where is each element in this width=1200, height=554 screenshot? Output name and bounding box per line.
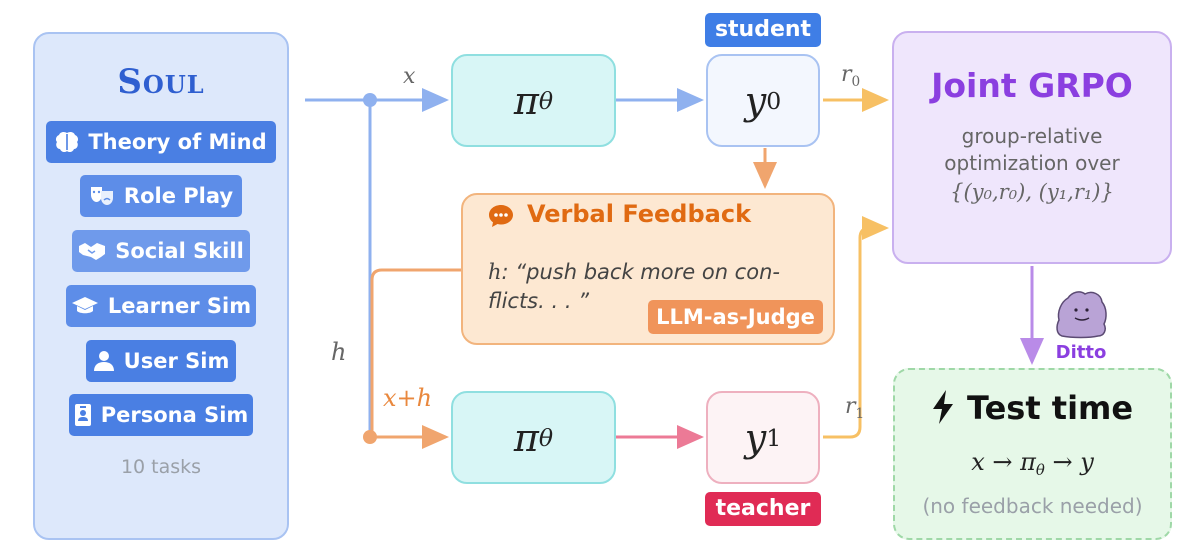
tasks-count: 10 tasks — [120, 456, 202, 478]
graduation-cap-icon — [71, 297, 98, 314]
task-label: Theory of Mind — [88, 130, 267, 154]
task-label: Persona Sim — [100, 403, 249, 427]
joint-grpo-box — [892, 31, 1172, 264]
task-user-sim: User Sim — [86, 340, 236, 382]
h-label: h — [331, 338, 347, 366]
grpo-desc-line2: optimization over — [944, 151, 1120, 175]
id-badge-icon — [74, 404, 91, 426]
y1-subscript: 1 — [766, 423, 782, 452]
policy-subscript: θ — [538, 423, 554, 452]
task-persona-sim: Persona Sim — [69, 394, 253, 436]
split-node-bottom — [363, 430, 377, 444]
x-label: x — [403, 64, 416, 89]
user-icon — [93, 351, 114, 371]
teacher-badge: teacher — [705, 492, 821, 526]
y0-symbol: y — [744, 78, 767, 123]
test-formula-tail: → y — [1044, 448, 1094, 476]
soul-title: Soul — [117, 62, 205, 102]
feedback-title: Verbal Feedback — [527, 200, 752, 228]
xh-label: x+h — [383, 384, 433, 412]
r1-subscript: 1 — [855, 405, 865, 422]
feedback-quote-line1: : “push back more on con- — [501, 260, 780, 284]
task-label: Learner Sim — [107, 294, 252, 318]
test-formula-sub: θ — [1035, 461, 1045, 480]
arrow-y1-to-grpo — [823, 216, 889, 439]
ditto-label: Ditto — [1055, 342, 1107, 363]
split-node-top — [363, 93, 377, 107]
task-label: Role Play — [123, 184, 234, 208]
lightning-icon — [933, 390, 953, 424]
r1-label: r1 — [845, 394, 864, 422]
theater-masks-icon — [90, 187, 113, 205]
task-role-play: Role Play — [80, 175, 242, 217]
task-theory-of-mind: Theory of Mind — [46, 121, 276, 163]
speech-bubble-icon — [489, 205, 513, 227]
policy-symbol: π — [513, 415, 539, 460]
r0-symbol: r — [841, 62, 852, 87]
grpo-description: group-relative optimization over {(y₀,r₀… — [892, 123, 1172, 206]
test-time-title: Test time — [967, 389, 1134, 427]
brain-icon — [56, 131, 79, 153]
test-time-box — [893, 368, 1172, 540]
task-label: User Sim — [123, 349, 230, 373]
task-label: Social Skill — [115, 239, 244, 263]
y1-symbol: y — [744, 415, 767, 460]
y0-subscript: 0 — [766, 86, 782, 115]
policy-symbol: π — [513, 78, 539, 123]
test-formula: x → πθ → y — [893, 448, 1172, 479]
llm-judge-badge: LLM-as-Judge — [648, 300, 823, 334]
r1-symbol: r — [845, 394, 856, 419]
task-social-skill: Social Skill — [72, 230, 250, 272]
grpo-set: {(y₀,r₀), (y₁,r₁)} — [950, 180, 1114, 204]
test-formula-head: x → π — [971, 448, 1036, 476]
task-learner-sim: Learner Sim — [66, 285, 256, 327]
feedback-to-xh-path — [370, 268, 461, 437]
feedback-quote-line2: flicts. . . ” — [488, 289, 590, 313]
handshake-icon — [79, 243, 106, 260]
feedback-quote: h: “push back more on con- flicts. . . ” — [488, 258, 818, 316]
grpo-desc-line1: group-relative — [961, 124, 1103, 148]
grpo-title: Joint GRPO — [931, 66, 1133, 105]
ditto-icon — [1056, 291, 1107, 339]
test-note: (no feedback needed) — [922, 494, 1143, 518]
policy-subscript: θ — [538, 86, 554, 115]
r0-label: r0 — [841, 62, 860, 90]
student-badge: student — [705, 13, 821, 47]
task-list: Theory of Mind Role Play Social Skill Le… — [33, 0, 289, 554]
feedback-h: h — [488, 260, 502, 284]
r0-subscript: 0 — [851, 73, 861, 90]
